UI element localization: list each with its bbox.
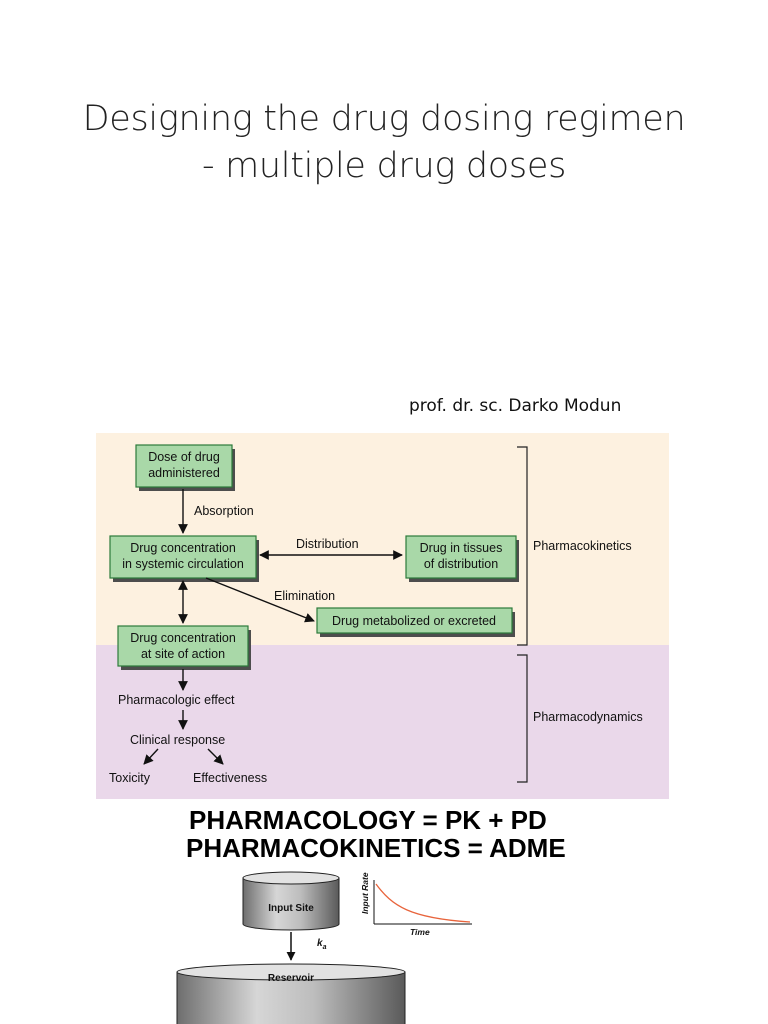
slide-title-line-1: Designing the drug dosing regimen (82, 99, 686, 139)
dose-box-line-1: Dose of drug (148, 450, 220, 464)
slide-title-line-2: - multiple drug doses (201, 146, 567, 186)
distribution-label: Distribution (296, 537, 359, 551)
metabolized-box-label: Drug metabolized or excreted (332, 614, 496, 628)
clinical-response-label: Clinical response (130, 733, 225, 747)
graph-y-label: Input Rate (360, 872, 370, 914)
systemic-box-line-2: in systemic circulation (122, 557, 244, 571)
input-site-label: Input Site (268, 903, 314, 914)
author-name: prof. dr. sc. Darko Modun (409, 396, 622, 416)
pharmacology-equation: PHARMACOLOGY = PK + PD (189, 805, 547, 835)
pharmacologic-effect-label: Pharmacologic effect (118, 693, 235, 707)
site-box-line-2: at site of action (141, 647, 225, 661)
input-rate-graph: Input Rate Time (360, 872, 472, 937)
tissues-box: Drug in tissues of distribution (405, 535, 519, 582)
slide-title: Designing the drug dosing regimen - mult… (0, 96, 768, 190)
dose-box: Dose of drug administered (135, 444, 235, 491)
dose-box-line-2: administered (148, 466, 220, 480)
systemic-box-line-1: Drug concentration (130, 541, 236, 555)
pharmacokinetics-equation: PHARMACOKINETICS = ADME (186, 833, 566, 863)
input-rate-curve (375, 883, 471, 923)
elimination-arrow (205, 577, 315, 623)
metabolized-box: Drug metabolized or excreted (316, 607, 515, 637)
pk-pd-diagram: Dose of drug administered Drug concentra… (96, 433, 669, 799)
input-site-cylinder: Input Site (242, 871, 340, 931)
effectiveness-arrow (207, 748, 224, 765)
toxicity-label: Toxicity (109, 771, 151, 785)
absorption-label: Absorption (194, 504, 254, 518)
pharmacodynamics-bracket (517, 654, 528, 783)
pharmacokinetics-bracket (517, 446, 528, 646)
compartment-model: Input Site ka Reservoir Input Rate Time (176, 871, 472, 1024)
effectiveness-label: Effectiveness (193, 771, 267, 785)
pharmacodynamics-label: Pharmacodynamics (533, 710, 643, 724)
graph-x-label: Time (410, 927, 430, 937)
tissues-box-line-1: Drug in tissues (420, 541, 503, 555)
reservoir-cylinder: Reservoir (176, 963, 406, 1024)
tissues-box-line-2: of distribution (424, 557, 498, 571)
pharmacokinetics-label: Pharmacokinetics (533, 539, 632, 553)
toxicity-arrow (143, 748, 159, 765)
rate-constant-label: ka (317, 938, 327, 951)
pharmacodynamics-band (96, 645, 669, 799)
systemic-circulation-box: Drug concentration in systemic circulati… (109, 535, 259, 582)
site-box-line-1: Drug concentration (130, 631, 236, 645)
reservoir-label: Reservoir (268, 973, 314, 984)
elimination-label: Elimination (274, 589, 335, 603)
site-of-action-box: Drug concentration at site of action (117, 625, 251, 670)
